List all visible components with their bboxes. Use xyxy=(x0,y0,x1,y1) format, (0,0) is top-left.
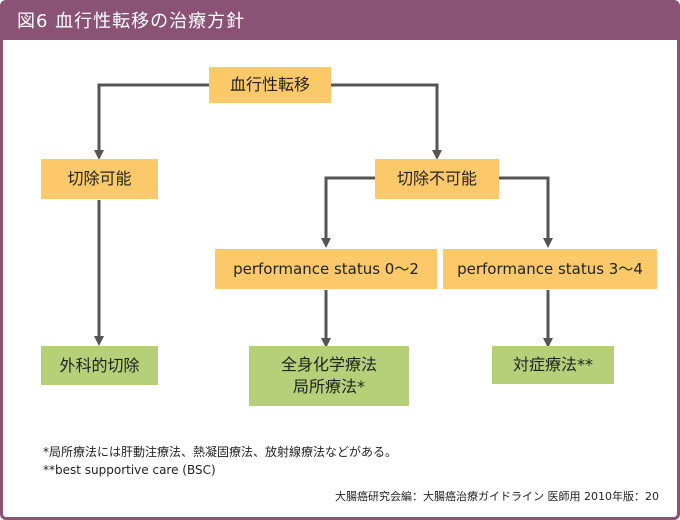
node-surgery: 外科的切除 xyxy=(41,346,158,385)
node-symptomatic: 対症療法** xyxy=(492,346,614,384)
node-root: 血行性転移 xyxy=(209,67,331,103)
connector-lines xyxy=(94,83,553,348)
node-unresectable: 切除不可能 xyxy=(375,159,499,199)
connector-unresectable-to-ps34 xyxy=(499,176,553,248)
connector-root-to-resectable xyxy=(94,83,209,160)
node-systemic-line1: 全身化学療法 xyxy=(280,355,377,374)
node-ps-0-2: performance status 0～2 xyxy=(215,249,437,289)
source-citation: 大腸癌研究会編：大腸癌治療ガイドライン 医師用 2010年版：20 xyxy=(335,490,659,503)
footnote-local-therapy: *局所療法には肝動注療法、熱凝固療法、放射線療法などがある。 xyxy=(43,445,398,459)
node-resectable: 切除可能 xyxy=(41,159,158,199)
node-ps-3-4: performance status 3～4 xyxy=(443,249,657,289)
node-systemic-line2: 局所療法* xyxy=(292,377,365,396)
connector-unresectable-to-ps02 xyxy=(321,176,375,248)
connector-root-to-unresectable xyxy=(331,83,442,160)
node-systemic-therapy: 全身化学療法 局所療法* xyxy=(249,346,409,406)
figure-title: 図6 血行性転移の治療方針 xyxy=(3,3,677,40)
footnote-bsc: **best supportive care (BSC) xyxy=(43,463,216,477)
